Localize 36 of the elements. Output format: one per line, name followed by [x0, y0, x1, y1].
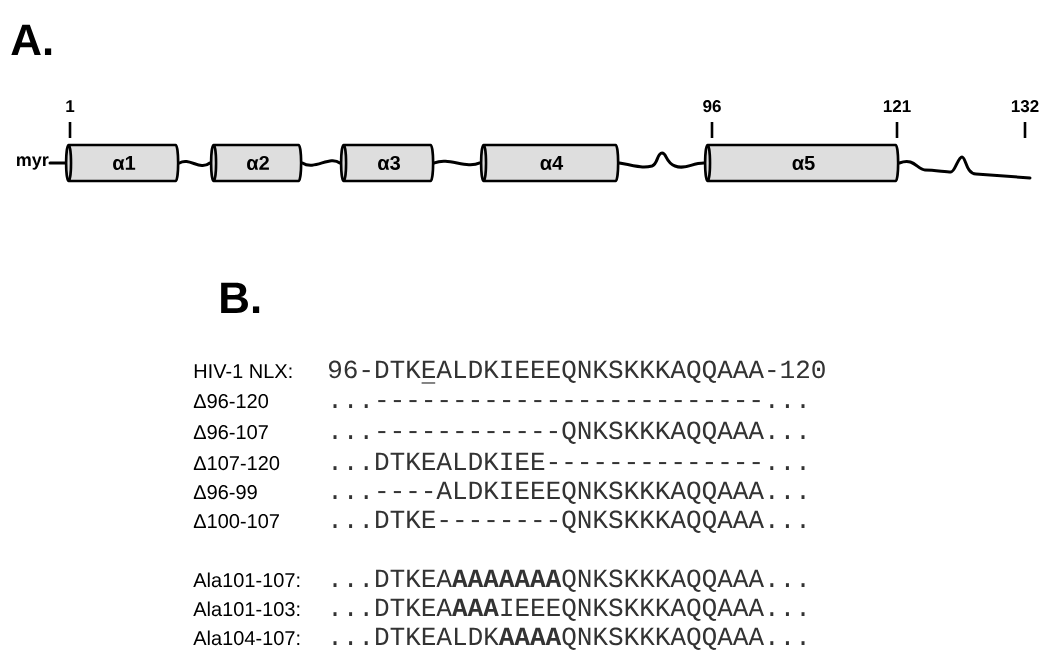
sequence-text: ...-------------------------...	[333, 400, 805, 408]
loop-line	[897, 155, 1032, 180]
sequence-text: ...DTKE--------QNKSKKKAQQAAA...	[333, 510, 805, 533]
construct-name: Δ100-107	[193, 514, 279, 529]
loop-line	[177, 159, 212, 167]
sequence-text: ...------------QNKSKKKAQQAAA...	[333, 421, 805, 444]
construct-name: Ala104-107:	[193, 630, 300, 646]
helix-cylinder: α5	[703, 143, 900, 183]
sequence-text: ...DTKEALDKIEE--------------...	[333, 452, 805, 470]
residue-number: 132	[1011, 100, 1039, 113]
construct-name: Δ96-120	[193, 394, 269, 409]
construct-name: Ala101-107:	[193, 572, 300, 588]
loop-line	[300, 159, 342, 167]
panel-letter: A.	[11, 24, 52, 55]
sequence-text: ...DTKEAAAAAAAAQNKSKKKAQQAAA...	[333, 569, 805, 592]
loop-line	[617, 151, 706, 169]
construct-name: Δ107-120	[193, 456, 280, 471]
helix-cylinder: α2	[209, 143, 303, 183]
residue-number: 1	[66, 100, 75, 112]
panel-letter: B.	[221, 282, 260, 313]
sequence-text: ...DTKEALDKAAAAQNKSKKKAQQAAA...	[333, 627, 805, 650]
residue-number: 96	[703, 100, 721, 113]
loop-line	[432, 159, 482, 167]
helix-cylinder: α1	[64, 143, 180, 183]
construct-name: Δ96-107	[193, 425, 268, 440]
sequence-text: ...DTKEAAAAIEEEQNKSKKKAQQAAA...	[333, 598, 805, 621]
construct-name: HIV-1 NLX:	[194, 364, 292, 378]
myristoyl-link	[48, 161, 67, 165]
sequence-text: 96-DTKEALDKIEEEQNKSKKKAQQAAA-120	[329, 360, 825, 383]
construct-name: Ala101-103:	[193, 601, 300, 617]
sequence-text: ...----ALDKIEEEQNKSKKKAQQAAA...	[333, 481, 805, 504]
helix-cylinder: α4	[479, 143, 620, 183]
helix-cylinder: α3	[339, 143, 435, 183]
modification-label: myr	[17, 156, 49, 170]
construct-name: Δ96-99	[193, 485, 257, 500]
residue-number: 121	[883, 100, 911, 112]
